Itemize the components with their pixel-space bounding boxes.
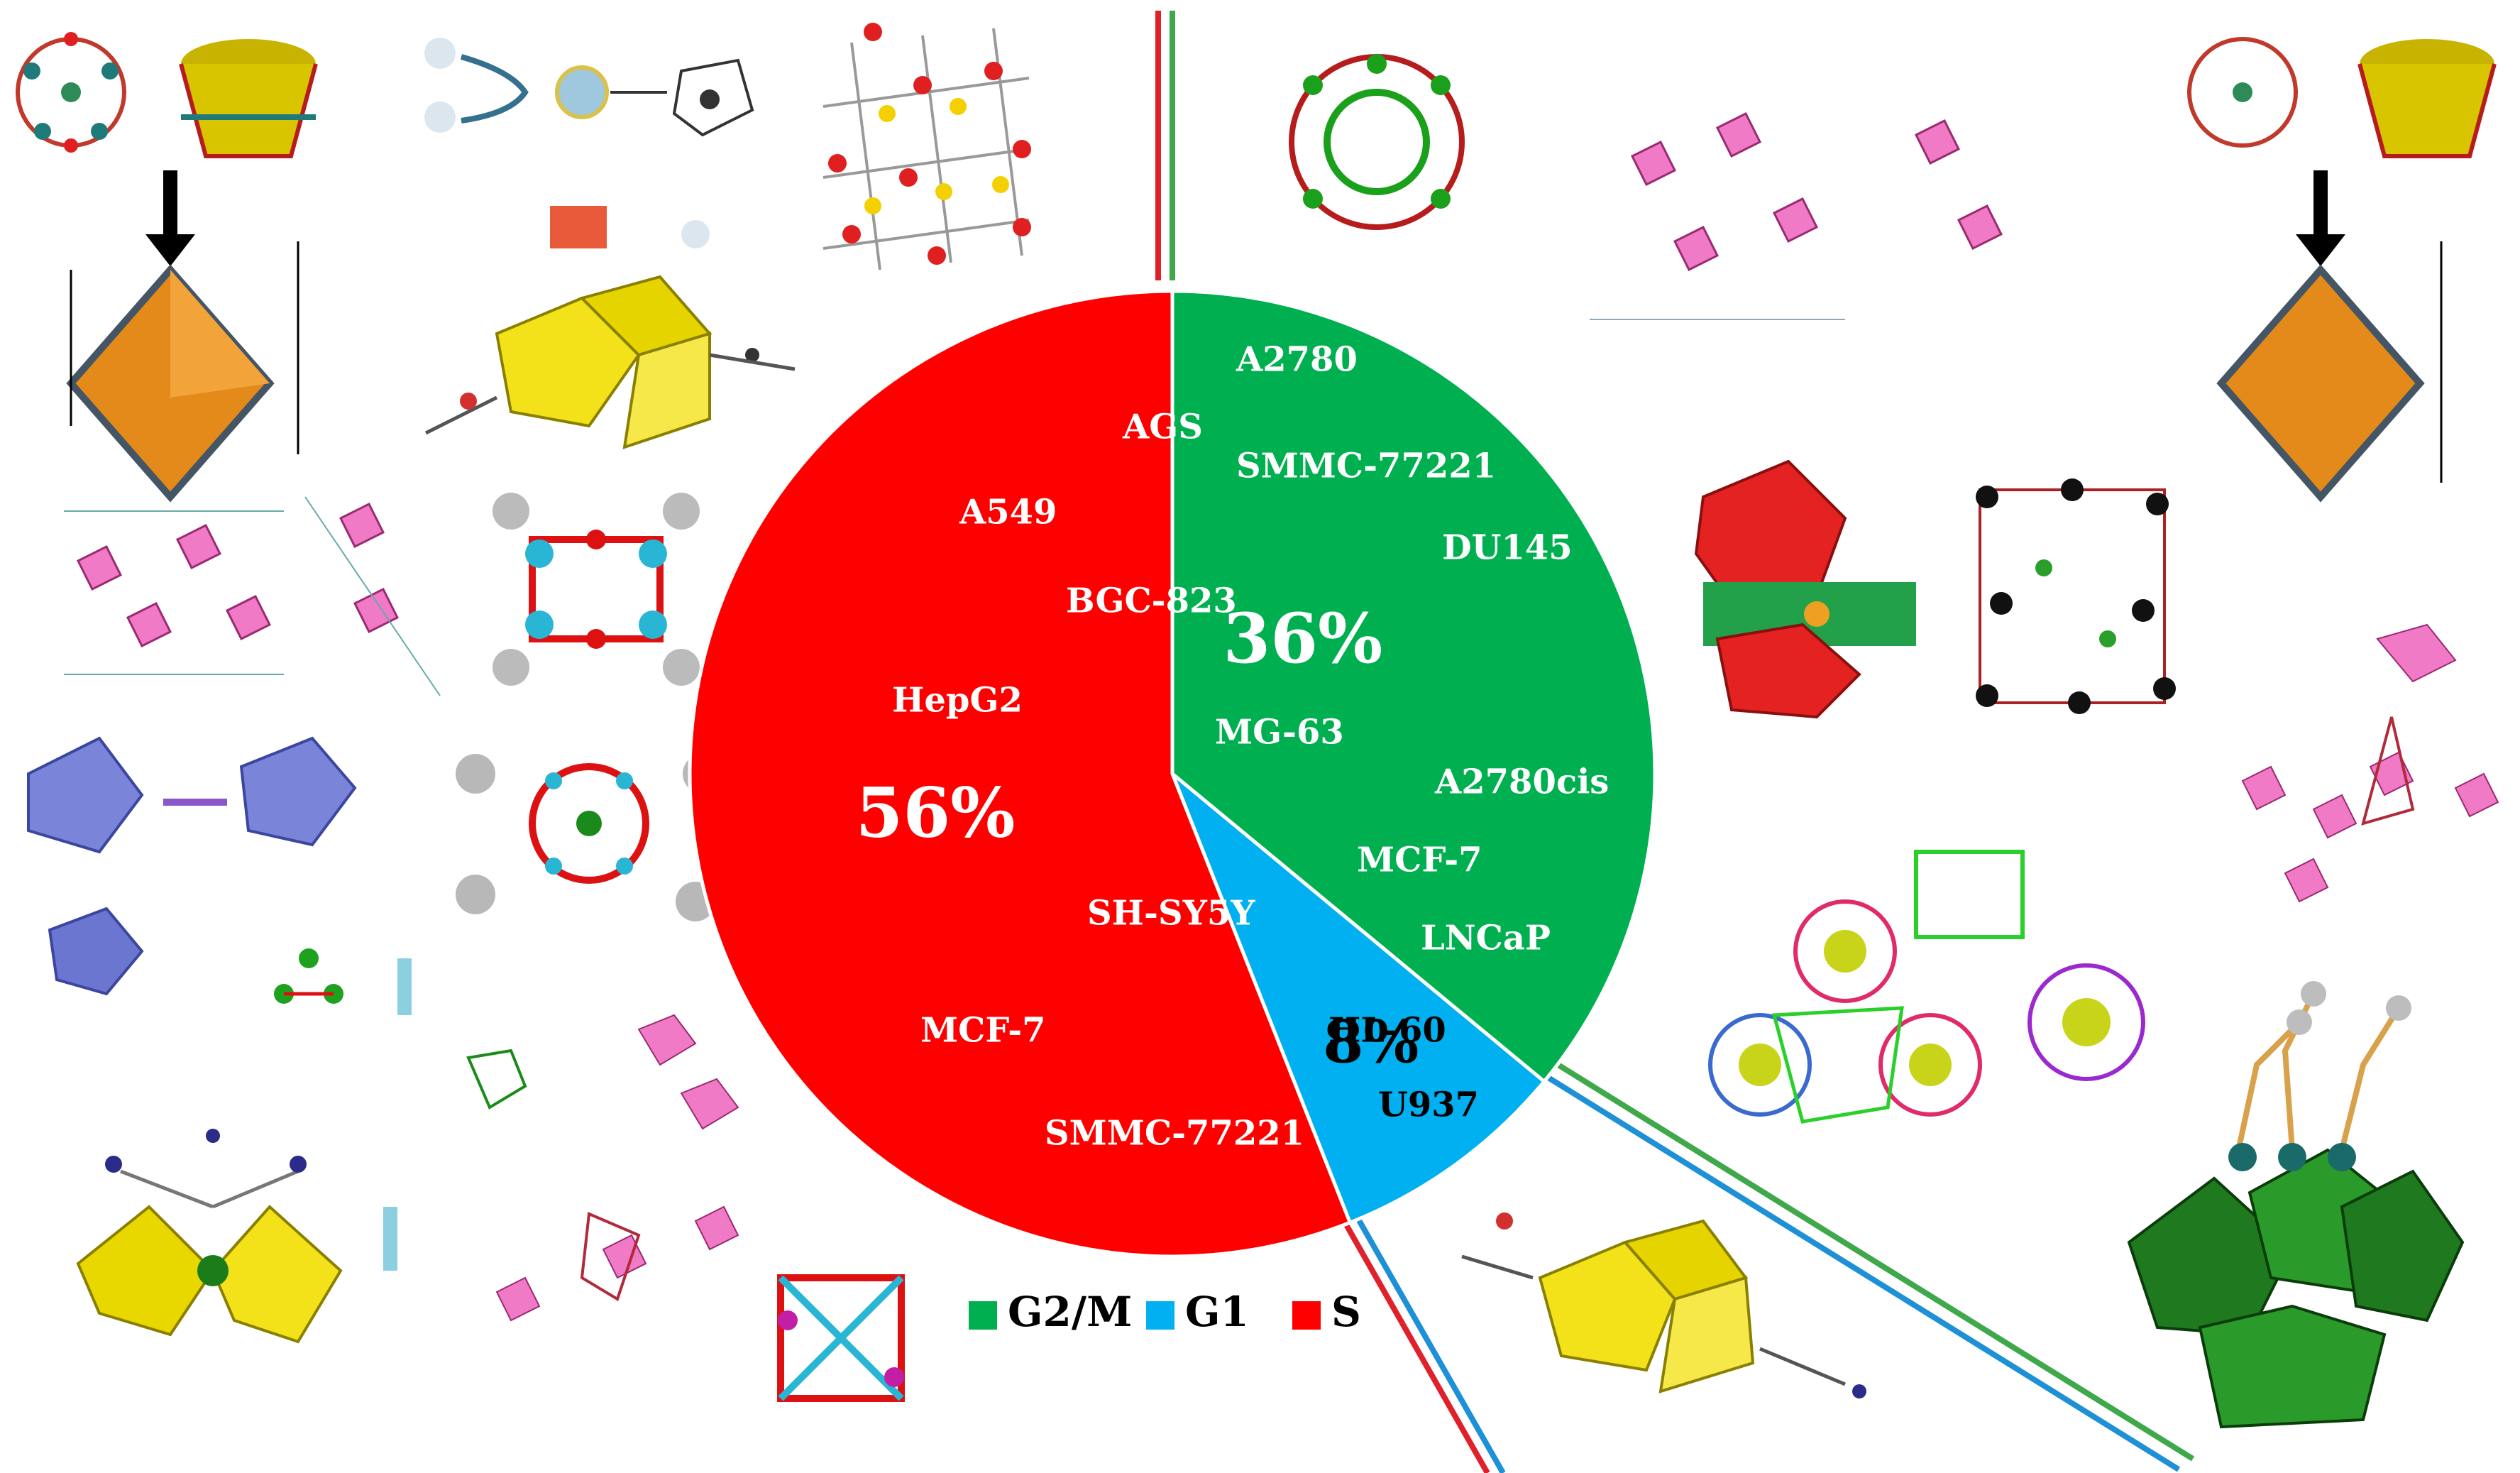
legend-swatch-g2-m <box>969 1301 997 1330</box>
blue-polyhedra-illustration <box>27 736 412 1015</box>
pie-slice-s <box>688 289 1353 1259</box>
cell-line-label: A2780cis <box>1434 762 1609 802</box>
pie-slice-g2-m <box>1170 289 1657 1084</box>
small-crystal-diagram-illustration <box>466 1014 739 1322</box>
pink-network-illustration <box>64 496 441 696</box>
cell-line-label: DU145 <box>1442 528 1573 568</box>
pink-lattice-illustration <box>2241 623 2499 903</box>
cell-line-label: MG-63 <box>1215 713 1344 752</box>
colored-cluster-illustration <box>1708 850 2145 1124</box>
bottom-red-separator-line <box>1338 1215 1490 1473</box>
cell-line-label: AGS <box>1122 407 1203 447</box>
slice-percent-g2-m: 36% <box>1223 598 1382 679</box>
yellow-polyhedra-illustration-bottom-right <box>1461 1212 1866 1398</box>
pie: 36%8%56%A2780SMMC-77221DU145MG-63A2780ci… <box>688 289 1657 1259</box>
yellow-polyhedra-illustration <box>424 275 796 449</box>
red-polyhedra-illustration <box>1694 459 1916 719</box>
pie-slice-g1 <box>1170 772 1547 1225</box>
legend-swatch-s <box>1292 1301 1321 1330</box>
polyoxometalate-structure-illustration-right <box>2187 37 2497 503</box>
cell-line-label: SMMC-77221 <box>1236 447 1496 486</box>
legend-label-s: S <box>1331 1288 1361 1336</box>
right-green-separator-line <box>1549 1058 2195 1462</box>
slice-percent-s: 56% <box>856 773 1016 853</box>
green-polyhedra-illustration <box>2127 981 2465 1429</box>
ball-and-stick-illustration <box>1976 478 2176 714</box>
legend: G2/M G1 S <box>969 1288 1361 1336</box>
pink-network-illustration-top-right <box>1590 111 2003 320</box>
yellow-polyhedra-illustration-bottom-left <box>76 1129 397 1344</box>
green-cage-illustration <box>1289 54 1465 230</box>
cell-line-label: MCF-7 <box>1357 840 1482 880</box>
legend-label-g2-m: G2/M <box>1008 1288 1132 1336</box>
cell-line-label: MCF-7 <box>920 1011 1046 1051</box>
crystal-lattice-illustration <box>822 23 1031 270</box>
cell-line-label: BGC-823 <box>1066 581 1237 621</box>
cell-line-label: A549 <box>959 493 1057 532</box>
bottom-metal-cluster-illustration <box>777 1274 905 1402</box>
metal-cluster-illustration <box>493 493 700 686</box>
legend-label-g1: G1 <box>1185 1288 1249 1336</box>
star-molecule-illustration <box>456 754 722 921</box>
schematic-diagram-illustration <box>424 38 754 248</box>
cell-line-label: SMMC-77221 <box>1045 1114 1304 1154</box>
cell-line-label: SH-SY5Y <box>1087 894 1255 933</box>
separator-lines <box>1155 11 2195 1473</box>
bottom-blue-separator-line <box>1350 1209 1506 1473</box>
polyoxometalate-structure-illustration <box>16 32 318 503</box>
legend-swatch-g1 <box>1146 1301 1174 1330</box>
cell-line-label: LNCaP <box>1421 919 1551 958</box>
cell-line-label: A2780 <box>1236 340 1358 380</box>
cell-line-label: HepG2 <box>892 681 1023 721</box>
structure-illustrations <box>16 23 2499 1429</box>
right-blue-separator-line <box>1539 1070 2181 1472</box>
slice-percent-g1: 8% <box>1323 1009 1419 1077</box>
cell-line-label: U937 <box>1378 1085 1479 1125</box>
cell-line-label: HL-60 <box>1328 1011 1446 1051</box>
